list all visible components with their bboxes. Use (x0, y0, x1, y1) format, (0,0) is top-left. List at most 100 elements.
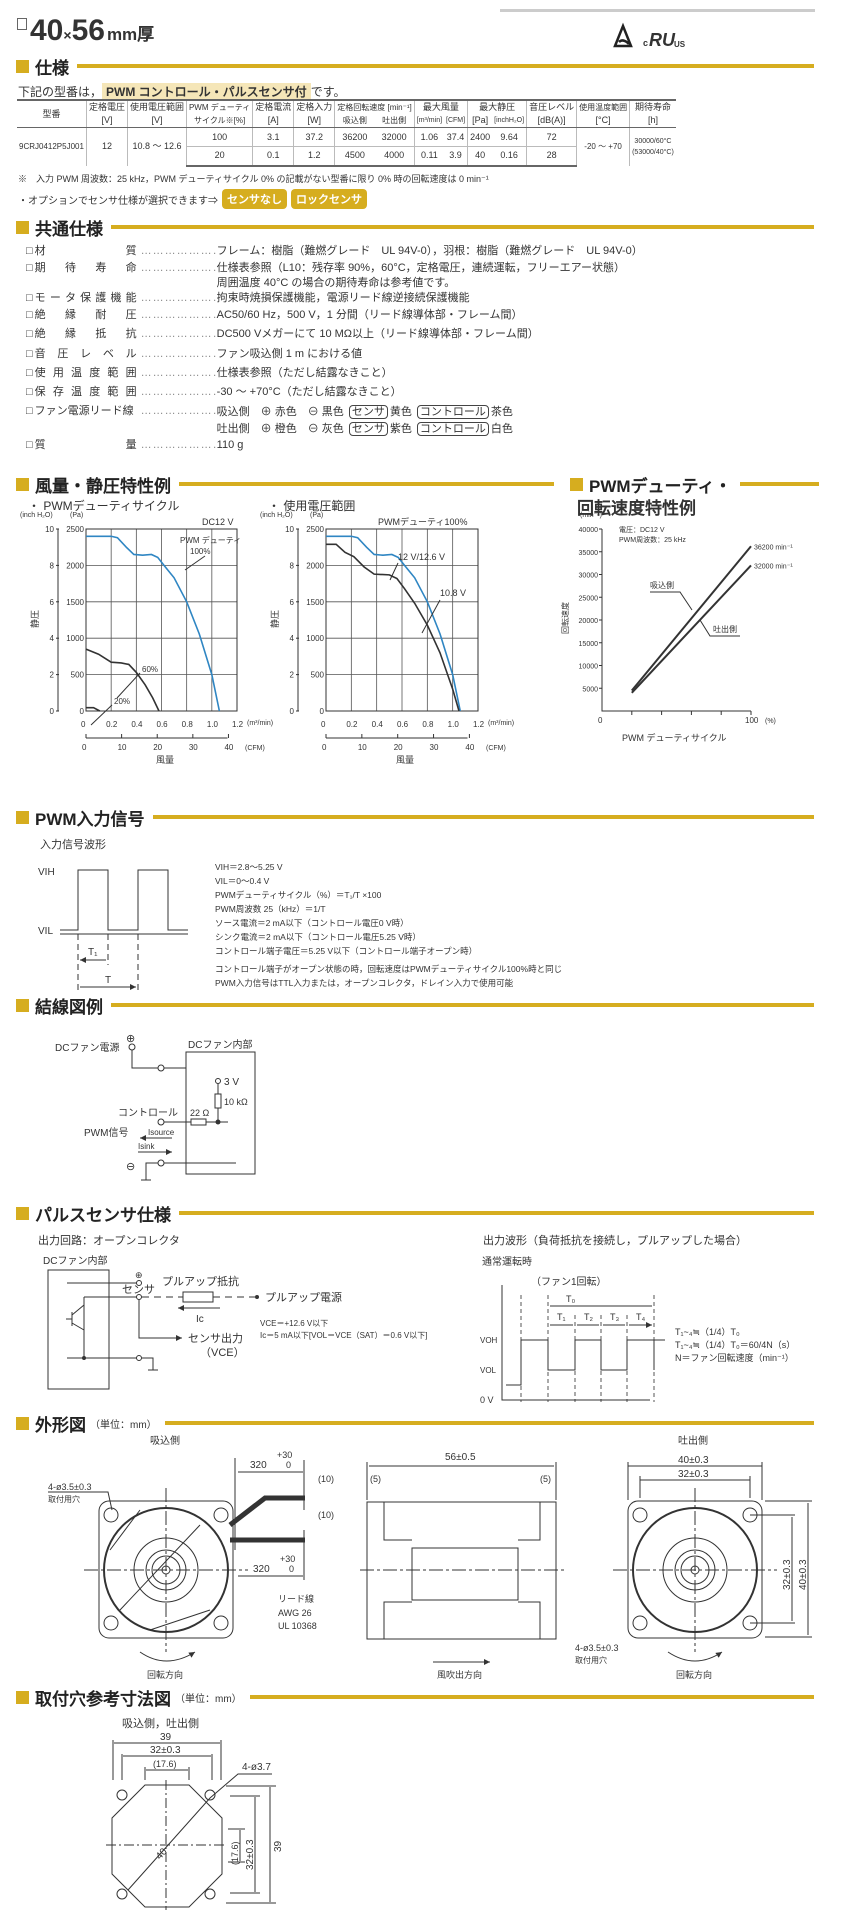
spec-value-2: 周囲温度 40°C の場合の期待寿命は参考値です。 (216, 277, 456, 289)
title-depth: 56 (71, 14, 105, 47)
lead-tol-plus: +30 (277, 1450, 292, 1460)
height-32: 32±0.3 (245, 1839, 256, 1870)
leader-dots: …………………… (140, 245, 217, 257)
y2-tick-label: 6 (290, 598, 295, 607)
label-char: 縁 (64, 309, 76, 321)
section-header-mount: 取付穴参考寸法図（単位：mm） (16, 1686, 814, 1709)
sensor-tag: センサ (348, 405, 388, 419)
header-square-icon (16, 1416, 29, 1430)
lead-label-1: リード線 (278, 1593, 314, 1604)
model-cell: 9CRJ0412P5J001 (19, 142, 84, 152)
x2-tick-label: 0 (82, 743, 87, 752)
leader-line (116, 672, 141, 699)
intro-highlight: PWM コントロール・パルスセンサ付 (102, 83, 311, 101)
unit: [m³/min] (413, 114, 445, 128)
checkbox-icon: □ (26, 348, 33, 360)
dim-10: (10) (318, 1474, 334, 1484)
y-tick-label: 10000 (579, 664, 599, 671)
voh-label: VOH (480, 1336, 498, 1345)
section-header-pq: 風量・静圧特性例 (16, 473, 554, 496)
lead-minus: ⊖ 黒色 (307, 406, 344, 418)
spec-label: 絶縁耐圧 (35, 308, 137, 323)
option-no-sensor-button[interactable]: センサなし (222, 189, 287, 209)
power-label: DCファン電源 (55, 1041, 119, 1054)
chart-title: PWMデューティ100% (378, 516, 467, 527)
t1-label: T₁ (557, 1312, 566, 1322)
waveform-title: 出力波形（負荷抵抗を接続し，プルアップした場合） (483, 1233, 747, 1247)
header-square-icon (16, 477, 29, 491)
chart2-subtitle: ・ 使用電圧範囲 (268, 499, 356, 513)
label-char: 範 (107, 367, 119, 379)
axes (601, 529, 751, 712)
pwm-spec-line: PWMデューティサイクル（%）＝T₁/T ×100 (215, 890, 382, 900)
x2-unit: (CFM) (486, 745, 506, 752)
label-char: 使 (34, 367, 46, 379)
plot-frame (325, 528, 479, 712)
r22-label: 22 Ω (190, 1108, 210, 1118)
section-title: 外形図 (35, 1415, 86, 1435)
header-square-icon (16, 1206, 29, 1220)
lead-side: 吐出側 (216, 423, 250, 435)
common-spec-item: □音圧レベル……………………ファン吸込側 1 m における値 (26, 347, 362, 362)
label-char: 期 (34, 262, 46, 274)
label-char: 囲 (125, 367, 137, 379)
lead-row: 吸込側 ⊕ 赤色 ⊖ 黒色 センサ黄色 コントロール茶色 (217, 404, 513, 421)
section-title: 風量・静圧特性例 (35, 476, 171, 496)
y-tick-label: 40000 (579, 527, 599, 534)
inside-label: DCファン内部 (43, 1254, 107, 1267)
section-header-wiring: 結線図例 (16, 994, 814, 1017)
title-times: × (63, 27, 72, 43)
unit: [V] (126, 114, 187, 128)
lead-wires (228, 1495, 305, 1543)
svg-text:US: US (674, 40, 686, 49)
mount-sub: 吸込側，吐出側 (122, 1716, 199, 1730)
pwm-spec-line: VIL＝0～0.4 V (215, 876, 270, 886)
leader-dots: …………………… (140, 262, 217, 274)
series-label: 吐出側 (713, 624, 737, 634)
spec-value: 仕様表参照（L10：残存率 90%，60°C，定格電圧，連続運転，フリーエアー状… (216, 262, 625, 274)
leader-dots: …………………… (140, 292, 217, 304)
section-header-pulse: パルスセンサ仕様 (16, 1202, 814, 1225)
unit: [CFM] (444, 114, 468, 128)
cell: 12 (85, 127, 128, 166)
section-header-outline: 外形図（単位：mm） (16, 1412, 814, 1435)
fan-box (185, 1051, 256, 1175)
y2-tick-label: 2 (290, 671, 295, 680)
cell: -20 ～ +70 (576, 127, 630, 166)
option-lock-sensor-button[interactable]: ロックセンサ (291, 189, 367, 209)
unit: [W] (293, 114, 335, 128)
y-axis-label: 静圧 (29, 610, 40, 628)
y2-tick-label: 10 (285, 525, 294, 534)
pwm-signal-label: PWM信号 (84, 1127, 128, 1139)
resistor-10k (214, 1093, 222, 1109)
outline-drawing: 吸込側 4-ø3.5±0.3 取付用穴 320 +30 0 320 +30 0 … (48, 1434, 812, 1680)
table-header-row: 型番 定格電圧 使用電圧範囲 PWM デューティ 定格電流 定格入力 定格回転速… (17, 99, 676, 128)
v0-label: 0 V (480, 1395, 494, 1405)
y2-tick-label: 0 (50, 707, 55, 716)
mount-octagon (111, 1784, 223, 1908)
checkbox-icon: □ (26, 367, 33, 379)
unit-label: （単位：mm） (175, 1693, 242, 1705)
spec-value: フレーム：樹脂（難燃グレード UL 94V-0），羽根：樹脂（難燃グレード UL… (216, 245, 643, 257)
cell: 0.1 (252, 146, 294, 167)
pwm-spec-line: PWM周波数 25（kHz）＝1/T (215, 904, 326, 914)
chart-title: DC12 V (202, 517, 234, 527)
checkbox-icon: □ (26, 386, 33, 398)
t4-label: T₄ (636, 1312, 645, 1322)
col-current: 定格電流 (252, 99, 294, 114)
header-rule (249, 1695, 814, 1699)
y-tick-label: 2500 (306, 525, 324, 534)
ground-icon (141, 1162, 236, 1181)
pulse-waveform-line (506, 1339, 665, 1386)
pullup-resistor-label: プルアップ抵抗 (162, 1274, 239, 1288)
pwm-sub: 入力信号波形 (40, 838, 106, 851)
label-char: 護 (95, 292, 107, 304)
label-char: 度 (89, 367, 101, 379)
holes-label: 4-ø3.7 (242, 1762, 271, 1773)
annotation: 電圧：DC12 V (619, 526, 665, 534)
y-tick-label: 1500 (306, 598, 324, 607)
length-dim: 56±0.5 (445, 1452, 476, 1463)
